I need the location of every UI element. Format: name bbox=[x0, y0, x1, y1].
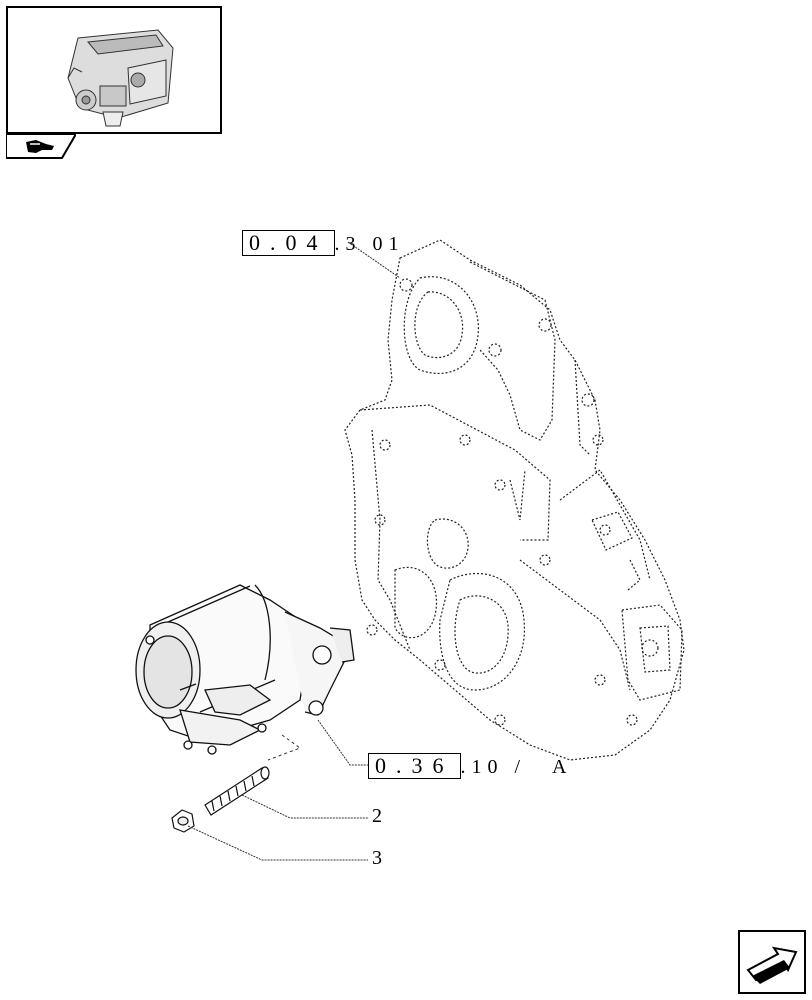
flywheel-housing bbox=[344, 239, 685, 761]
starter-motor bbox=[135, 584, 355, 755]
hand-pointer-icon bbox=[5, 133, 78, 159]
callout-3[interactable]: 3 bbox=[372, 847, 382, 869]
leader-line-ref1 bbox=[347, 241, 401, 279]
next-page-button[interactable] bbox=[738, 930, 806, 994]
engine-thumbnail-icon bbox=[67, 29, 174, 127]
leader-line-3 bbox=[187, 825, 368, 861]
nut-part bbox=[171, 809, 195, 833]
leader-line-2 bbox=[241, 794, 368, 819]
next-page-arrow-icon bbox=[738, 930, 806, 994]
engine-thumbnail-frame[interactable] bbox=[6, 6, 222, 134]
reference-box: 0.04 bbox=[242, 230, 335, 256]
callout-2[interactable]: 2 bbox=[372, 805, 382, 827]
reference-label-housing[interactable]: 0.04.3 01 bbox=[242, 230, 405, 256]
reference-suffix: .10 / bbox=[460, 756, 527, 778]
reference-letter: A bbox=[552, 756, 573, 778]
reference-suffix: .3 01 bbox=[334, 233, 405, 255]
reference-label-starter[interactable]: 0.36.10 / bbox=[368, 753, 526, 779]
dashed-assembly-line bbox=[267, 734, 302, 761]
thumbnail-tab[interactable] bbox=[5, 133, 78, 160]
reference-box: 0.36 bbox=[368, 753, 461, 779]
leader-line-ref2 bbox=[317, 719, 370, 766]
stud-part bbox=[204, 766, 270, 816]
